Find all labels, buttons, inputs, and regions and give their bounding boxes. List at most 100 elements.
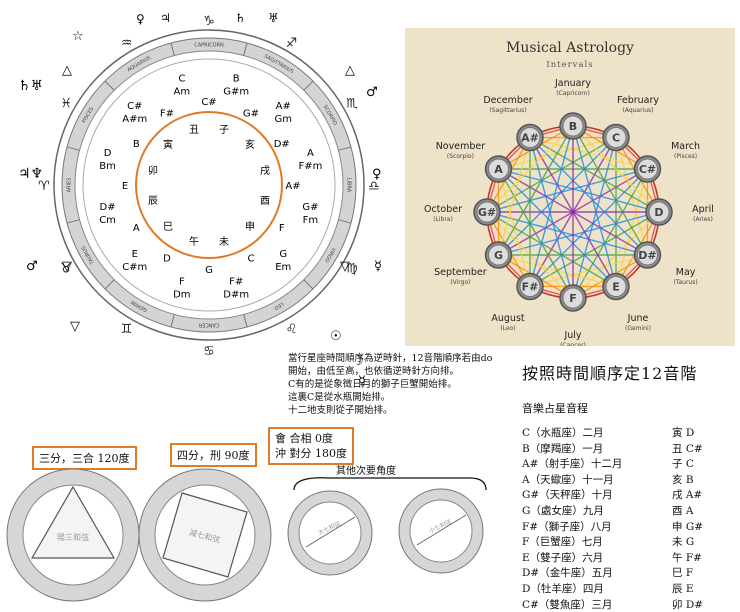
mercury-icon: ☿ (358, 374, 366, 389)
mapping-row: D（牡羊座）四月辰 E (522, 581, 732, 597)
mapping-left: D（牡羊座）四月 (522, 582, 604, 595)
mapping-row: F（巨蟹座）七月 未 G (522, 534, 732, 550)
mars-icon: ♂ (366, 85, 378, 100)
square-label: 四分，刑 90度 (170, 443, 257, 467)
mapping-row: E（雙子座）六月 午 F# (522, 550, 732, 566)
mapping-left: G#（天秤座）十月 (522, 489, 613, 502)
zodiac-icon: ♍ (346, 262, 358, 277)
note-line: 開始，由低至高，也依循逆時針方向排。 (288, 366, 460, 377)
wheel-note-minor: Dm (173, 289, 190, 300)
mapping-right: 戌 A# (672, 489, 703, 502)
zodiac-icon: ♑ (203, 14, 215, 29)
interval-line (529, 125, 574, 287)
square-wheel: 減七和弦 (138, 468, 272, 602)
mapping-right: 未 G (672, 536, 695, 549)
moon-icon: ☽ (352, 354, 364, 369)
zodiac-icon: ♉ (60, 262, 72, 277)
heading-right: 按照時間順序定12音階 (522, 364, 698, 383)
zodiac-icon: ♈ (38, 179, 50, 194)
wheel-note-minor: Fm (303, 215, 319, 226)
earthly-branch: 子 (219, 124, 229, 136)
mapping-left: E（雙子座）六月 (522, 551, 604, 564)
wheel-note-major: F (179, 276, 185, 287)
trine-label: 三分，三合 120度 (32, 446, 137, 470)
wheel-note-minor: Bm (99, 161, 116, 172)
mapping-right: 巳 F (672, 567, 694, 580)
mapping-left: G（處女座）九月 (522, 504, 604, 517)
mapping-right: 酉 A (672, 504, 694, 517)
sign-label: (Cancer) (560, 342, 586, 346)
trine-inner-label: 陽三和弦 (57, 532, 89, 542)
mapping-right: 寅 D (672, 427, 695, 439)
interval-line (572, 125, 660, 213)
earth-icon: ▽ (62, 259, 72, 274)
mapping-right: 午 F# (672, 551, 702, 564)
wheel-note-minor: D#m (223, 289, 249, 300)
conjunction-text: 會 合相 0度 (275, 432, 333, 445)
wheel-inner-note: A (133, 223, 140, 234)
note-node-label: C (612, 132, 620, 145)
mapping-left: F#（獅子座）八月 (522, 520, 612, 533)
wheel-inner-note: E (122, 181, 128, 192)
minor-wheel-2: 小七和弦 (398, 488, 484, 574)
interval-line (498, 211, 660, 256)
mapping-left: F（巨蟹座）七月 (522, 536, 603, 549)
earthly-branch: 丑 (189, 125, 199, 136)
wheel-note-major: E (132, 249, 138, 260)
wheel-note-major: D (104, 148, 112, 159)
wheel-inner-note: G# (243, 108, 259, 119)
interval-line (486, 168, 648, 213)
earthly-branch: 卯 (148, 165, 158, 177)
sign-label: (Aries) (693, 216, 713, 223)
month-label: June (627, 313, 649, 324)
fire-icon: △ (345, 63, 355, 78)
wheel-note-minor: Em (275, 262, 291, 273)
note-node-label: D (654, 206, 663, 219)
wheel-note-major: A (307, 148, 314, 159)
note-node-label: E (612, 280, 620, 293)
wheel-note-minor: Gm (274, 114, 292, 125)
note-node-label: A (494, 163, 503, 176)
note-node-label: F# (522, 280, 539, 293)
sign-label: (Sagittarius) (489, 107, 526, 114)
interval-line (498, 168, 660, 213)
glyph-icon: ♅ (268, 11, 279, 25)
wheel-inner-note: G (205, 265, 213, 276)
month-label: February (617, 95, 659, 106)
sign-label: (Libra) (433, 216, 453, 223)
mapping-row: D#（金牛座）五月巳 F (522, 565, 732, 581)
water-icon: ▽ (70, 319, 80, 334)
note-node-label: A# (521, 132, 539, 145)
interval-line (497, 125, 574, 256)
wheel-note-minor: Cm (99, 215, 116, 226)
earthly-branch: 午 (189, 235, 199, 248)
air-icon: △ (62, 63, 72, 78)
interval-line (529, 137, 648, 256)
zodiac-icon: ♋ (203, 344, 215, 359)
interval-line (486, 211, 617, 288)
panel-subtitle: Intervals (546, 60, 594, 70)
aspect-wheels: 陽三和弦 減七和弦 大七和弦 小七和弦 (6, 468, 484, 602)
mapping-row: G#（天秤座）十月 戌 A# (522, 487, 732, 503)
month-label: October (424, 204, 462, 215)
wheel-inner-note: C (248, 254, 255, 265)
interval-line (572, 125, 649, 256)
wheel-inner-note: D (163, 254, 171, 265)
note-line: 這裏C是從水瓶開始排。 (288, 392, 391, 403)
interval-line (497, 137, 531, 256)
month-label: May (676, 267, 696, 278)
month-label: November (436, 141, 486, 152)
panel-title: Musical Astrology (506, 40, 634, 56)
minor-wheel-1: 大七和弦 (287, 490, 373, 576)
glyph-icon: ♄ (235, 11, 246, 25)
sign-band-label: LEO (273, 301, 285, 311)
wheel-note-minor: G#m (223, 87, 249, 98)
mapping-right: 丑 C# (672, 442, 703, 455)
month-label: September (434, 267, 487, 278)
earthly-branch: 寅 (163, 138, 173, 151)
wheel-inner-note: B (133, 139, 140, 150)
mapping-row: C（水瓶座）二月寅 D (522, 425, 732, 441)
wheel-note-minor: A#m (122, 114, 147, 125)
